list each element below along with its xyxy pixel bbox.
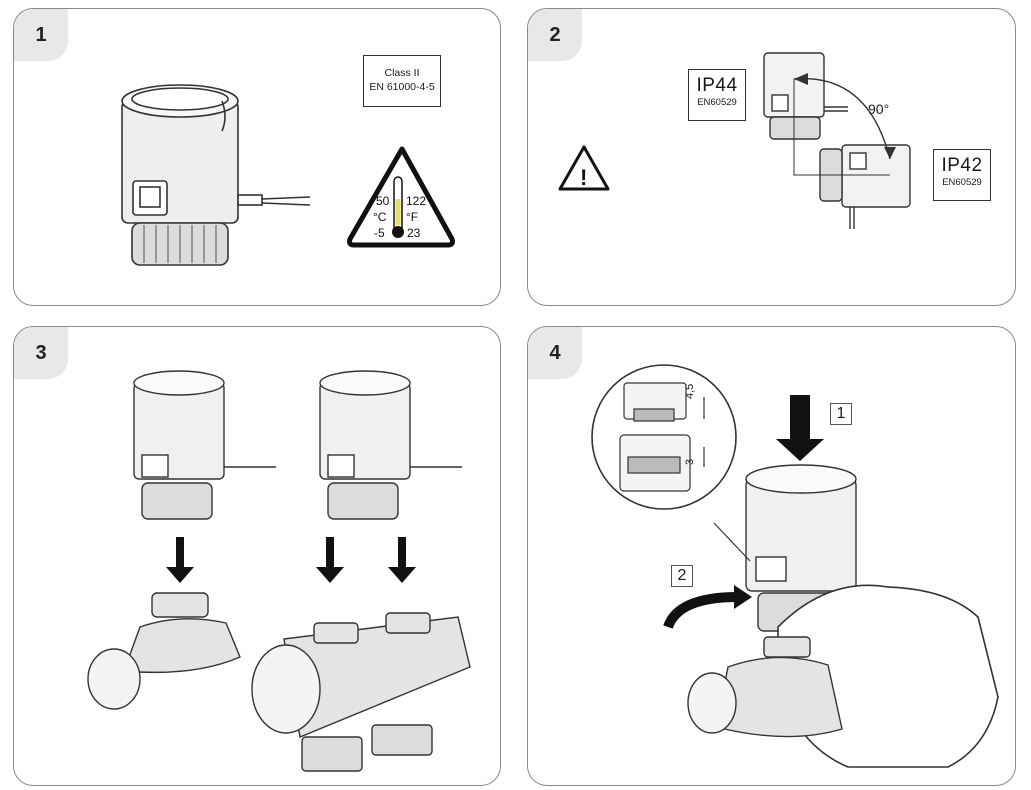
rotation-angle: 90°	[868, 101, 890, 117]
temp-c-low: -5	[374, 226, 385, 240]
panel-1: 1 Class II EN 61000-4-5 50 12	[13, 8, 501, 306]
step-1-label: 1	[830, 403, 852, 425]
ip44-standard: EN60529	[697, 97, 737, 108]
panel-number-2: 2	[528, 9, 582, 61]
class-standard: EN 61000-4-5	[369, 81, 435, 93]
dimension-3: 3	[684, 458, 696, 465]
dimension-4-5: 4,5	[684, 383, 696, 399]
temp-c-unit: °C	[373, 210, 387, 224]
ip42-rating: IP42	[941, 155, 983, 176]
panel-4: 4 1 2 4,5 3	[527, 326, 1016, 786]
temp-f-high: 122	[406, 194, 426, 208]
panel-number-3: 3	[14, 327, 68, 379]
warning-icon	[558, 145, 610, 191]
ip44-rating: IP44	[696, 75, 738, 96]
temperature-warning-triangle	[347, 146, 455, 248]
panel-number-4: 4	[528, 327, 582, 379]
temp-f-unit: °F	[406, 210, 418, 224]
ip42-standard: EN60529	[942, 177, 982, 188]
panel-number-1: 1	[14, 9, 68, 61]
rotate-arrow-icon	[663, 592, 739, 629]
ip44-box: IP44 EN60529	[688, 69, 746, 121]
warning-mark: !	[580, 165, 587, 190]
temp-f-low: 23	[407, 226, 421, 240]
mounting-illustration	[87, 370, 471, 772]
down-arrow-icon	[388, 537, 416, 583]
ip42-box: IP42 EN60529	[933, 149, 991, 201]
step-2-label: 2	[671, 565, 693, 587]
down-arrow-icon	[166, 537, 194, 583]
temp-c-high: 50	[376, 194, 390, 208]
orientation-illustration: !	[558, 52, 911, 229]
installation-illustration	[591, 364, 999, 768]
down-arrow-icon	[776, 395, 824, 461]
panel-3: 3	[13, 326, 501, 786]
actuator-illustration	[121, 84, 455, 266]
class-rating-box: Class II EN 61000-4-5	[363, 55, 441, 107]
temperature-labels: 50 122 °C °F -5 23	[373, 194, 426, 240]
down-arrow-icon	[316, 537, 344, 583]
panel-2: 2 ! IP44 EN60529 90° IP42 EN60	[527, 8, 1016, 306]
class-label: Class II	[384, 67, 420, 79]
